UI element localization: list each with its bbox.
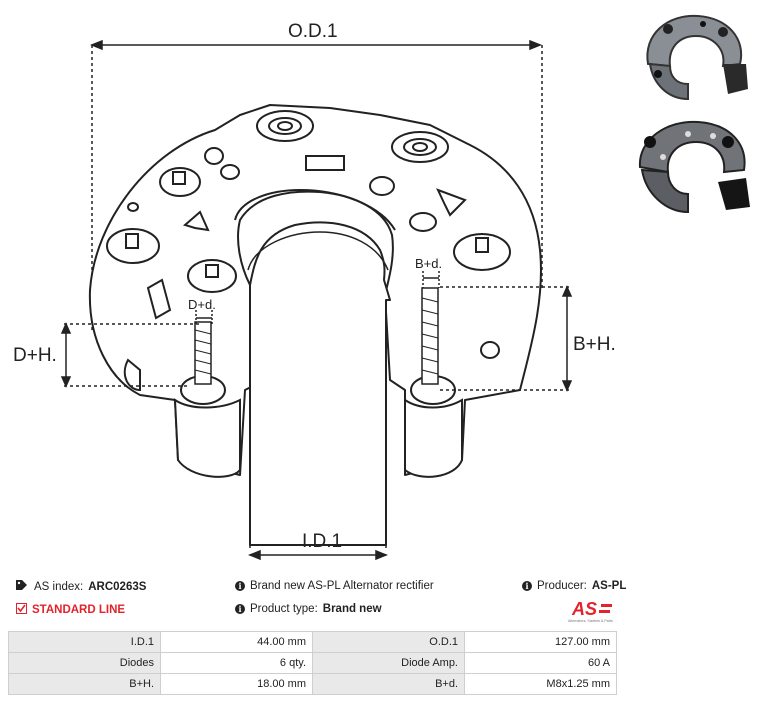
svg-text:AS: AS xyxy=(571,599,597,619)
dh-dimension xyxy=(60,310,213,388)
producer-value: AS-PL xyxy=(591,580,627,592)
id-label: I.D.1 xyxy=(302,531,342,552)
spec-label: B+d. xyxy=(312,673,465,695)
spec-label: Diode Amp. xyxy=(312,652,465,674)
spec-value: 60 A xyxy=(464,652,617,674)
spec-label: I.D.1 xyxy=(8,631,161,653)
dh-label: D+H. xyxy=(13,345,57,366)
checkbox-icon xyxy=(16,603,27,617)
od-label: O.D.1 xyxy=(288,21,338,42)
product-photo-top xyxy=(646,14,748,101)
standard-line-label: STANDARD LINE xyxy=(32,604,126,616)
bd-label: B+d. xyxy=(415,256,442,271)
spec-value: 44.00 mm xyxy=(160,631,313,653)
od-dimension xyxy=(89,39,543,330)
standard-line: STANDARD LINE xyxy=(16,603,125,617)
product-photo-bottom xyxy=(638,120,750,214)
tag-icon xyxy=(16,580,29,593)
description: i Brand new AS-PL Alternator rectifier xyxy=(235,580,434,592)
spec-value: 18.00 mm xyxy=(160,673,313,695)
product-type-value: Brand new xyxy=(322,603,382,615)
spec-label: B+H. xyxy=(8,673,161,695)
producer-label: Producer: xyxy=(537,580,587,592)
as-index: AS index: ARC0263S xyxy=(16,580,146,593)
as-index-value: ARC0263S xyxy=(88,580,147,593)
bh-label: B+H. xyxy=(573,334,616,355)
svg-text:Alternators, Starters & Parts: Alternators, Starters & Parts xyxy=(568,619,613,623)
info-icon: i xyxy=(522,581,532,591)
spec-value: M8x1.25 mm xyxy=(464,673,617,695)
description-text: Brand new AS-PL Alternator rectifier xyxy=(250,580,434,592)
as-index-label: AS index: xyxy=(34,580,84,593)
id-dimension xyxy=(247,549,389,561)
producer: i Producer: AS-PL xyxy=(522,580,626,592)
info-icon: i xyxy=(235,581,245,591)
as-pl-logo: AS Alternators, Starters & Parts xyxy=(568,599,613,623)
product-type: i Product type: Brand new xyxy=(235,603,382,615)
bolts xyxy=(194,287,439,385)
product-type-label: Product type: xyxy=(250,603,318,615)
rectifier-technical-drawing: O.D.1 xyxy=(13,21,616,561)
info-icon: i xyxy=(235,604,245,614)
spec-label: Diodes xyxy=(8,652,161,674)
spec-value: 6 qty. xyxy=(160,652,313,674)
bh-dimension xyxy=(422,271,573,392)
terminal-features xyxy=(106,110,511,359)
spec-value: 127.00 mm xyxy=(464,631,617,653)
spec-label: O.D.1 xyxy=(312,631,465,653)
dd-label: D+d. xyxy=(188,297,216,312)
